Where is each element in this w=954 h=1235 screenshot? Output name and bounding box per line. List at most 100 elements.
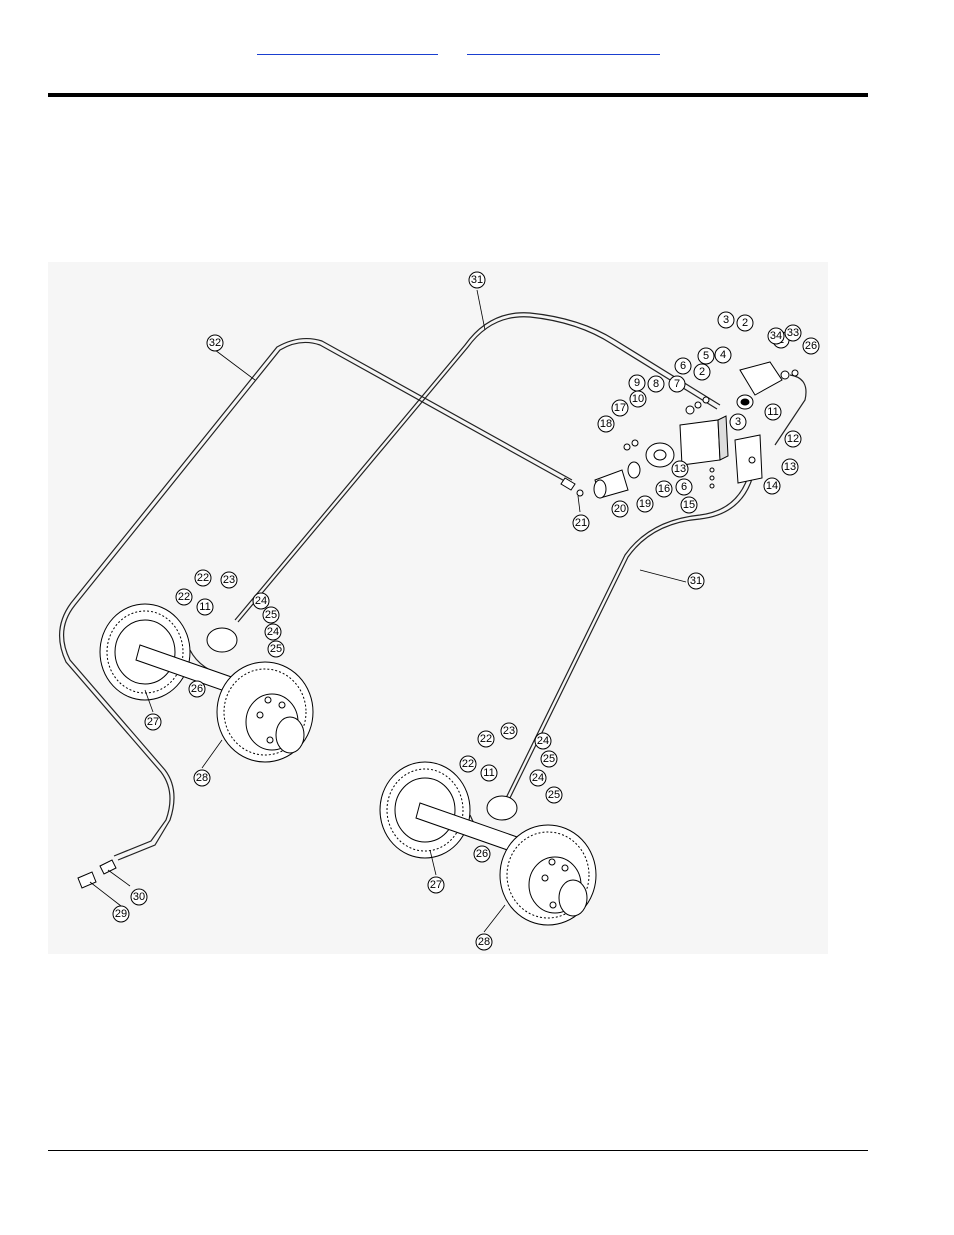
callout-label: 13 <box>674 463 686 475</box>
callout-label: 23 <box>503 725 515 737</box>
callout-label: 17 <box>614 402 626 414</box>
callout-12: 12 <box>785 431 801 447</box>
callout-label: 7 <box>674 378 680 390</box>
callout-7: 7 <box>669 376 685 392</box>
callout-24: 24 <box>265 624 281 640</box>
callout-label: 27 <box>430 879 442 891</box>
callout-6: 6 <box>675 358 691 374</box>
callout-label: 5 <box>703 350 709 362</box>
callout-34: 34 <box>768 328 784 344</box>
callout-label: 4 <box>720 349 726 361</box>
callout-11: 11 <box>765 404 781 420</box>
callout-label: 6 <box>680 360 686 372</box>
callout-18: 18 <box>598 416 614 432</box>
callout-25: 25 <box>268 641 284 657</box>
callout-label: 32 <box>209 337 221 349</box>
callout-label: 24 <box>537 735 549 747</box>
callout-label: 25 <box>548 789 560 801</box>
callout-27: 27 <box>145 714 161 730</box>
callout-22: 22 <box>478 731 494 747</box>
callout-label: 23 <box>223 574 235 586</box>
exploded-view-drawing: 1223345667891011111112131314151617181920… <box>48 262 828 954</box>
callout-22: 22 <box>195 570 211 586</box>
callout-28: 28 <box>194 770 210 786</box>
callout-11: 11 <box>481 765 497 781</box>
callout-label: 13 <box>784 461 796 473</box>
callout-label: 30 <box>133 891 145 903</box>
callout-label: 27 <box>147 716 159 728</box>
callout-label: 8 <box>653 378 659 390</box>
callout-label: 22 <box>178 591 190 603</box>
callout-label: 11 <box>199 601 210 613</box>
callout-label: 10 <box>632 393 644 405</box>
callout-label: 11 <box>483 767 494 779</box>
end-fittings <box>78 860 116 888</box>
callout-31: 31 <box>469 272 485 288</box>
callout-30: 30 <box>131 889 147 905</box>
callout-13: 13 <box>672 461 688 477</box>
callout-label: 26 <box>476 848 488 860</box>
callout-23: 23 <box>221 572 237 588</box>
callout-label: 21 <box>575 517 587 529</box>
footer-rule <box>48 1150 868 1151</box>
callout-13: 13 <box>782 459 798 475</box>
callout-label: 33 <box>787 327 799 339</box>
callout-15: 15 <box>681 497 697 513</box>
callout-3: 3 <box>730 414 746 430</box>
nav-link-left[interactable] <box>257 40 438 55</box>
callout-28: 28 <box>476 934 492 950</box>
callout-label: 19 <box>639 498 651 510</box>
callout-19: 19 <box>637 496 653 512</box>
callout-label: 28 <box>196 772 208 784</box>
callout-25: 25 <box>263 607 279 623</box>
callout-label: 31 <box>690 575 702 587</box>
callout-9: 9 <box>629 375 645 391</box>
callout-label: 3 <box>723 314 729 326</box>
callout-33: 33 <box>785 325 801 341</box>
callout-22: 22 <box>460 756 476 772</box>
callout-label: 15 <box>683 499 695 511</box>
callout-label: 26 <box>191 683 203 695</box>
callout-label: 20 <box>614 503 626 515</box>
callout-26: 26 <box>474 846 490 862</box>
callout-23: 23 <box>501 723 517 739</box>
bracket-assembly <box>594 362 798 498</box>
callout-5: 5 <box>698 348 714 364</box>
parts-diagram: 1223345667891011111112131314151617181920… <box>48 262 828 954</box>
callout-label: 34 <box>770 330 782 342</box>
header-rule <box>48 93 868 97</box>
callout-6: 6 <box>676 479 692 495</box>
callout-10: 10 <box>630 391 646 407</box>
callout-label: 26 <box>805 340 817 352</box>
callout-4: 4 <box>715 347 731 363</box>
callout-26: 26 <box>803 338 819 354</box>
callout-25: 25 <box>546 787 562 803</box>
callout-22: 22 <box>176 589 192 605</box>
callout-label: 22 <box>480 733 492 745</box>
nav-link-right[interactable] <box>467 40 660 55</box>
callout-label: 22 <box>462 758 474 770</box>
callout-label: 31 <box>471 274 483 286</box>
callout-label: 24 <box>532 772 544 784</box>
callout-29: 29 <box>113 906 129 922</box>
callout-24: 24 <box>535 733 551 749</box>
callout-32: 32 <box>207 335 223 351</box>
callout-17: 17 <box>612 400 628 416</box>
callout-label: 6 <box>681 481 687 493</box>
callout-label: 22 <box>197 572 209 584</box>
callout-label: 24 <box>255 595 267 607</box>
tee-fitting-21 <box>561 478 583 496</box>
callout-label: 12 <box>787 433 799 445</box>
callout-label: 3 <box>735 416 741 428</box>
callout-label: 18 <box>600 418 612 430</box>
callout-2: 2 <box>694 364 710 380</box>
callout-label: 2 <box>699 366 705 378</box>
callout-label: 16 <box>658 483 670 495</box>
right-axle-assembly <box>380 762 596 925</box>
callout-label: 29 <box>115 908 127 920</box>
callout-16: 16 <box>656 481 672 497</box>
callout-20: 20 <box>612 501 628 517</box>
callout-label: 25 <box>543 753 555 765</box>
callout-label: 11 <box>767 406 778 418</box>
callout-2: 2 <box>737 315 753 331</box>
